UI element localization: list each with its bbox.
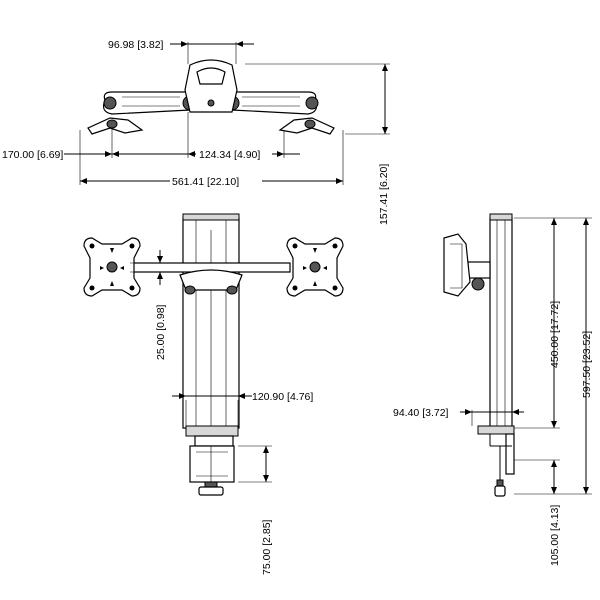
dim-collar-width: 120.90 [4.76] [252,391,313,403]
dim-clamp-height: 75.00 [2.85] [261,519,273,575]
dim-pole-height: 450.00 [17.72] [549,301,561,368]
dim-clamp-range: 105.00 [4.13] [549,505,561,566]
dim-side-base-depth: 94.40 [3.72] [393,407,449,419]
dim-total-height: 597.50 [23.52] [581,331,593,398]
dim-arm-offset: 25.00 [0.98] [155,304,167,360]
dim-overall-height-top: 157.41 [6.20] [378,164,390,225]
side-view: 94.40 [3.72] 450.00 [17.72] 597.50 [23.5… [393,213,593,566]
dim-top-pivot-width: 96.98 [3.82] [108,39,164,51]
dim-overall-width: 561.41 [22.10] [172,176,239,188]
top-view: 96.98 [3.82] 170.00 [6.69] 124.34 [4.90]… [2,39,390,225]
front-view: 25.00 [0.98] 120.90 [4.76] 75.00 [2.85] [83,213,344,575]
dim-top-mount-spacing: 124.34 [4.90] [199,149,260,161]
dim-top-left-offset: 170.00 [6.69] [2,149,63,161]
